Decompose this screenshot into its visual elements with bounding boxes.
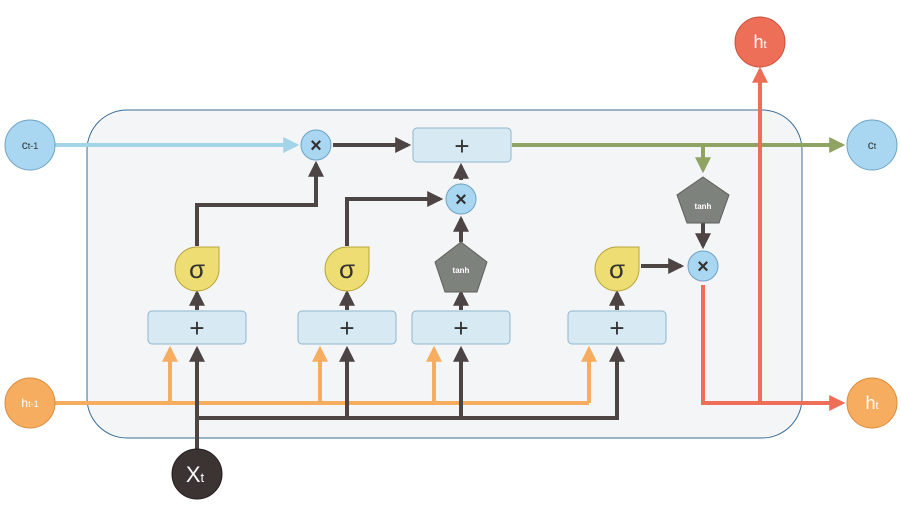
candidate-tanh-label: tanh xyxy=(453,266,470,275)
svg-text:ht: ht xyxy=(865,393,878,413)
h-next-top-sub: t xyxy=(763,39,766,51)
cell-add-label: + xyxy=(454,131,469,161)
forget-sigma-to-multiply xyxy=(195,160,324,246)
input-multiply-label: × xyxy=(455,189,467,211)
forget-sigmoid-gate: σ xyxy=(174,246,220,292)
c-prev-node: ct-1 xyxy=(4,119,56,171)
h-next-top-main: h xyxy=(753,32,763,52)
input-sum-box: + xyxy=(297,310,397,345)
svg-text:ht-1: ht-1 xyxy=(21,396,38,410)
h-next-right-node: ht xyxy=(846,377,898,429)
input-multiply-op: × xyxy=(445,183,477,215)
input-sigma-label: σ xyxy=(339,254,355,284)
cell-tanh-gate: tanh xyxy=(676,176,730,224)
x-input-main: X xyxy=(186,462,201,487)
candidate-tanh-gate: tanh xyxy=(434,241,488,293)
forget-sigma-label: σ xyxy=(189,254,205,284)
forget-sum-label: + xyxy=(189,313,204,343)
forget-sum-box: + xyxy=(147,310,247,345)
x-bus xyxy=(197,345,625,420)
c-prev-sub: t-1 xyxy=(28,141,39,151)
h-prev-main: h xyxy=(21,396,28,410)
cell-add-box: + xyxy=(412,127,512,163)
h-next-right-sub: t xyxy=(875,400,878,412)
forget-multiply-label: × xyxy=(310,135,322,157)
c-next-main: c xyxy=(868,138,874,152)
input-sigmoid-gate: σ xyxy=(324,246,370,292)
c-next-node: ct xyxy=(846,119,898,171)
svg-text:Xt: Xt xyxy=(186,462,205,487)
c-next-sub: t xyxy=(874,141,877,151)
candidate-sum-box: + xyxy=(411,310,511,345)
svg-text:ct-1: ct-1 xyxy=(22,138,39,152)
cell-tanh-label: tanh xyxy=(695,202,712,211)
output-multiply-op: × xyxy=(687,250,719,282)
h-next-top-node: ht xyxy=(734,16,786,68)
input-sigma-to-multiply xyxy=(345,191,444,246)
c-prev-main: c xyxy=(22,138,28,152)
output-sum-box: + xyxy=(567,310,667,345)
h-prev-sub: t-1 xyxy=(28,399,39,409)
x-input-node: Xt xyxy=(171,448,223,500)
x-input-sub: t xyxy=(201,470,205,485)
svg-text:ht: ht xyxy=(753,32,766,52)
svg-text:ct: ct xyxy=(868,138,877,152)
input-sum-label: + xyxy=(339,313,354,343)
output-sigma-label: σ xyxy=(609,254,625,284)
output-sigmoid-gate: σ xyxy=(594,246,640,292)
h-prev-node: ht-1 xyxy=(4,377,56,429)
candidate-sum-label: + xyxy=(453,313,468,343)
output-sum-label: + xyxy=(609,313,624,343)
h-next-right-main: h xyxy=(865,393,875,413)
forget-multiply-op: × xyxy=(300,129,332,161)
hidden-out-line xyxy=(701,285,846,411)
output-multiply-label: × xyxy=(697,256,709,278)
